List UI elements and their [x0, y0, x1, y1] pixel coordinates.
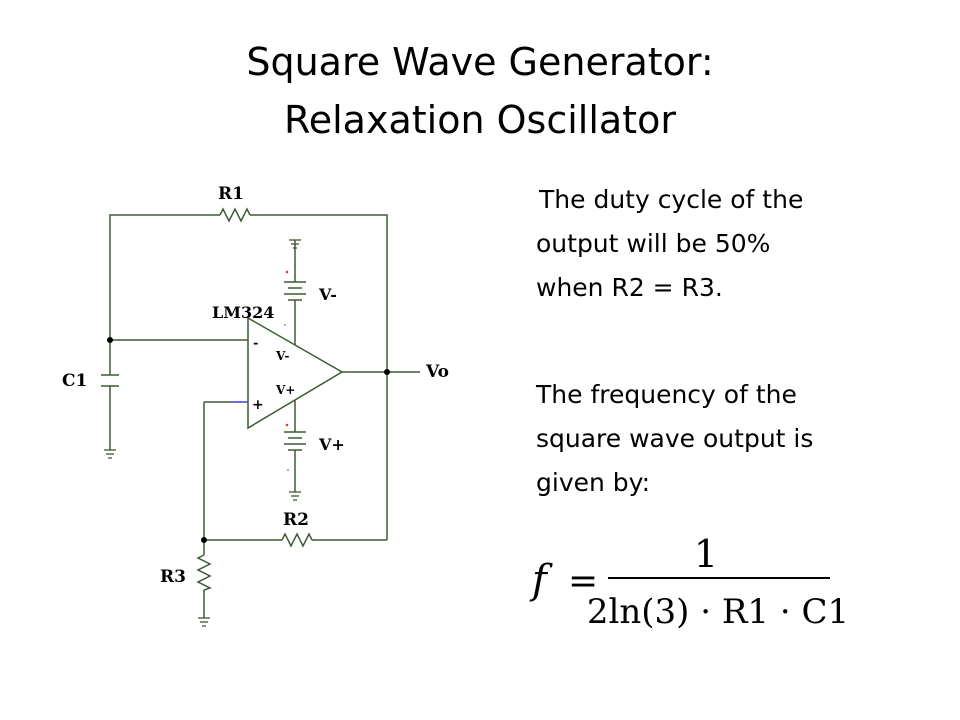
label-vminus-supply: V- — [318, 285, 337, 304]
junction-dot — [384, 369, 390, 375]
body-text-line: output will be 50% — [536, 229, 771, 258]
ground-c1-icon — [104, 449, 116, 459]
label-vplus-pin: V+ — [275, 383, 295, 397]
resistor-r2 — [281, 532, 313, 548]
junction-dot — [107, 337, 113, 343]
capacitor-c1 — [101, 374, 119, 387]
label-r2: R2 — [283, 510, 309, 530]
junction-dot — [201, 537, 207, 543]
label-lm324: LM324 — [212, 303, 274, 322]
ground-vminus-icon — [289, 239, 301, 249]
battery-vplus — [284, 431, 306, 451]
formula-equals: = — [568, 561, 598, 602]
wire-r1-right — [250, 214, 388, 540]
polarity-mark — [284, 324, 286, 326]
battery-vminus — [284, 281, 306, 301]
label-r1: R1 — [218, 184, 244, 204]
slide-title-line-1: Square Wave Generator: — [246, 40, 714, 84]
label-inverting-sign: - — [253, 336, 258, 351]
polarity-mark — [285, 423, 289, 427]
formula-denominator: 2ln(3) · R1 · C1 — [587, 592, 849, 632]
label-c1: C1 — [62, 371, 87, 391]
frequency-formula: f = 1 2ln(3) · R1 · C1 — [529, 532, 849, 632]
polarity-mark — [285, 270, 289, 274]
resistor-r3 — [196, 554, 212, 591]
relaxation-oscillator-schematic: R1 C1 LM324 V- V+ V- V+ - + Vo R2 R3 — [62, 184, 449, 627]
ground-r3-icon — [198, 617, 210, 627]
polarity-mark — [287, 469, 289, 471]
body-text-line: square wave output is — [536, 424, 814, 453]
label-vo: Vo — [425, 362, 449, 382]
schematic-wires — [109, 214, 420, 618]
formula-lhs: f — [529, 557, 553, 603]
body-text-line: The duty cycle of the — [539, 185, 804, 214]
slide-title-line-2: Relaxation Oscillator — [284, 98, 676, 142]
label-r3: R3 — [160, 567, 186, 587]
body-text-line: The frequency of the — [536, 380, 797, 409]
label-vplus-supply: V+ — [318, 435, 345, 454]
opamp-triangle — [247, 316, 344, 430]
wire-r1-left — [109, 214, 220, 340]
label-vminus-pin: V- — [275, 349, 289, 363]
ground-vplus-icon — [289, 491, 301, 501]
formula-numerator: 1 — [694, 532, 718, 576]
resistor-r1 — [219, 207, 251, 223]
body-text-line: given by: — [536, 468, 651, 497]
body-text-line: when R2 = R3. — [536, 273, 723, 302]
label-noninverting-sign: + — [252, 397, 264, 413]
